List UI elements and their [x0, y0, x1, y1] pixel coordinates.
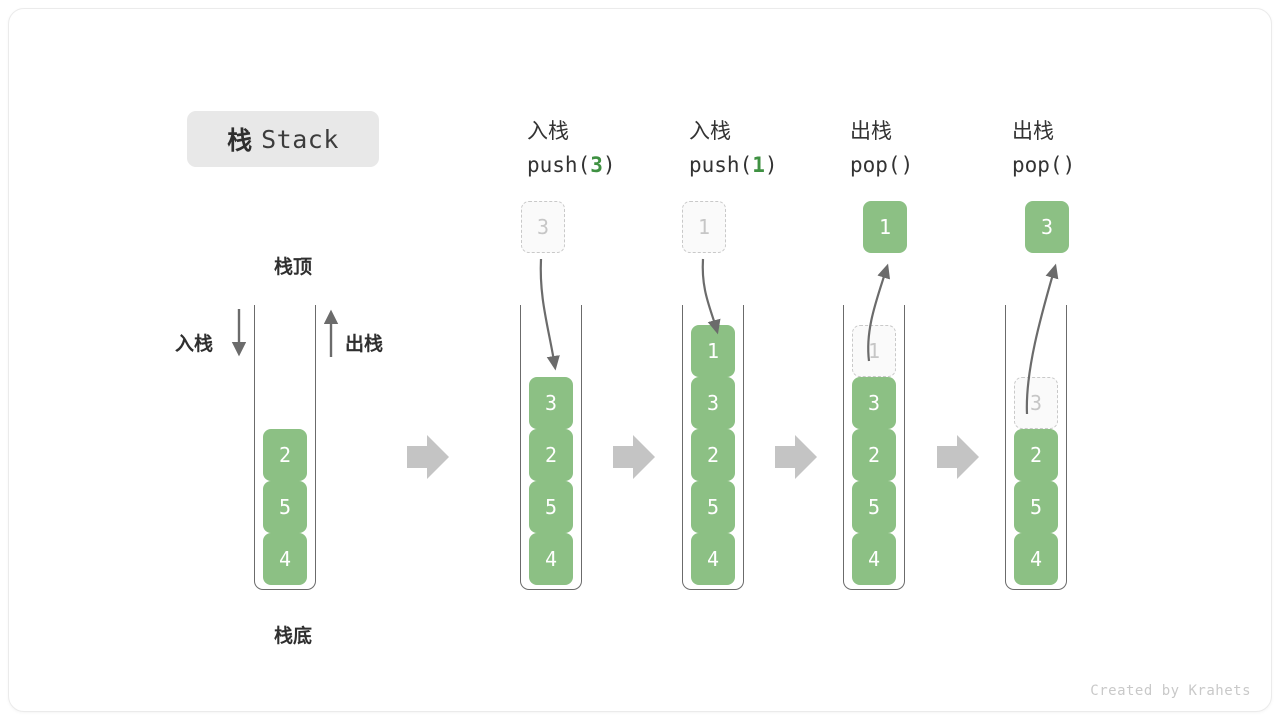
stack-cells-pop-1: 4 5 2 3 1 — [843, 325, 905, 585]
stack-cell: 4 — [691, 533, 735, 585]
stack-cells-initial: 4 5 2 — [254, 429, 316, 585]
header-code-label: pop() — [1012, 153, 1076, 177]
popped-box-3: 3 — [1025, 201, 1069, 253]
incoming-ghost-box-3: 3 — [521, 201, 565, 253]
stack-cell: 2 — [852, 429, 896, 481]
stack-bottom-label: 栈底 — [273, 626, 312, 647]
stack-cells-pop-2: 4 5 2 3 — [1005, 377, 1067, 585]
stack-cell: 5 — [529, 481, 573, 533]
stack-container-pop-1: 4 5 2 3 1 — [843, 305, 905, 590]
stack-container-pop-2: 4 5 2 3 — [1005, 305, 1067, 590]
code-argument: 3 — [590, 153, 603, 177]
stack-wall — [843, 305, 905, 590]
stack-cell: 5 — [852, 481, 896, 533]
stack-top-label: 栈顶 — [273, 257, 312, 278]
header-code-label: pop() — [850, 153, 914, 177]
stack-cell: 3 — [529, 377, 573, 429]
diagram-card: 栈 Stack 入栈 push(3) 入栈 push(1) 出栈 pop() 出… — [8, 8, 1272, 712]
stack-cell: 3 — [691, 377, 735, 429]
stack-cell: 5 — [1014, 481, 1058, 533]
stack-wall — [1005, 305, 1067, 590]
popped-box-1: 1 — [863, 201, 907, 253]
push-direction-label: 入栈 — [175, 334, 214, 355]
stack-cell: 5 — [691, 481, 735, 533]
diagram-stage: 栈 Stack 入栈 push(3) 入栈 push(1) 出栈 pop() 出… — [9, 9, 1273, 713]
code-argument: 1 — [752, 153, 765, 177]
stack-cell: 2 — [691, 429, 735, 481]
stack-container-push-1: 4 5 2 3 1 — [682, 305, 744, 590]
stack-cell: 4 — [529, 533, 573, 585]
code-suffix: ) — [602, 153, 616, 177]
title-badge: 栈 Stack — [187, 111, 379, 167]
code-suffix: ) — [764, 153, 778, 177]
header-operation-label: 出栈 — [850, 120, 892, 143]
step-arrow-2-icon — [613, 435, 655, 479]
title-chinese: 栈 — [227, 127, 253, 155]
header-code-label: push(1) — [689, 149, 839, 181]
stack-cell: 4 — [1014, 533, 1058, 585]
stack-cell: 2 — [263, 429, 307, 481]
stack-cell: 2 — [1014, 429, 1058, 481]
code-prefix: push( — [527, 153, 591, 177]
title-english: Stack — [261, 124, 339, 154]
stack-wall — [682, 305, 744, 590]
stack-wall — [254, 305, 316, 590]
header-operation-label: 入栈 — [527, 120, 569, 143]
incoming-ghost-box-1: 1 — [682, 201, 726, 253]
step-arrow-4-icon — [937, 435, 979, 479]
step-arrow-3-icon — [775, 435, 817, 479]
column-header-push-1: 入栈 push(1) — [689, 115, 839, 181]
stack-cell: 4 — [263, 533, 307, 585]
stack-cell: 5 — [263, 481, 307, 533]
header-operation-label: 入栈 — [689, 120, 731, 143]
code-prefix: push( — [689, 153, 753, 177]
watermark-credit: Created by Krahets — [1090, 683, 1251, 699]
pop-direction-label: 出栈 — [345, 334, 384, 355]
stack-cell: 3 — [852, 377, 896, 429]
column-header-push-3: 入栈 push(3) — [527, 115, 677, 181]
stack-cell: 2 — [529, 429, 573, 481]
stack-cell-ghost: 1 — [852, 325, 896, 377]
stack-container-push-3: 4 5 2 3 — [520, 305, 582, 590]
stack-cells-push-3: 4 5 2 3 — [520, 377, 582, 585]
header-operation-label: 出栈 — [1012, 120, 1054, 143]
stack-cells-push-1: 4 5 2 3 1 — [682, 325, 744, 585]
column-header-pop-1: 出栈 pop() — [850, 115, 1000, 181]
stack-cell: 1 — [691, 325, 735, 377]
stack-cell-ghost: 3 — [1014, 377, 1058, 429]
step-arrow-1-icon — [407, 435, 449, 479]
stack-wall — [520, 305, 582, 590]
column-header-pop-2: 出栈 pop() — [1012, 115, 1162, 181]
stack-container-initial: 4 5 2 — [254, 305, 316, 590]
stack-cell: 4 — [852, 533, 896, 585]
header-code-label: push(3) — [527, 149, 677, 181]
